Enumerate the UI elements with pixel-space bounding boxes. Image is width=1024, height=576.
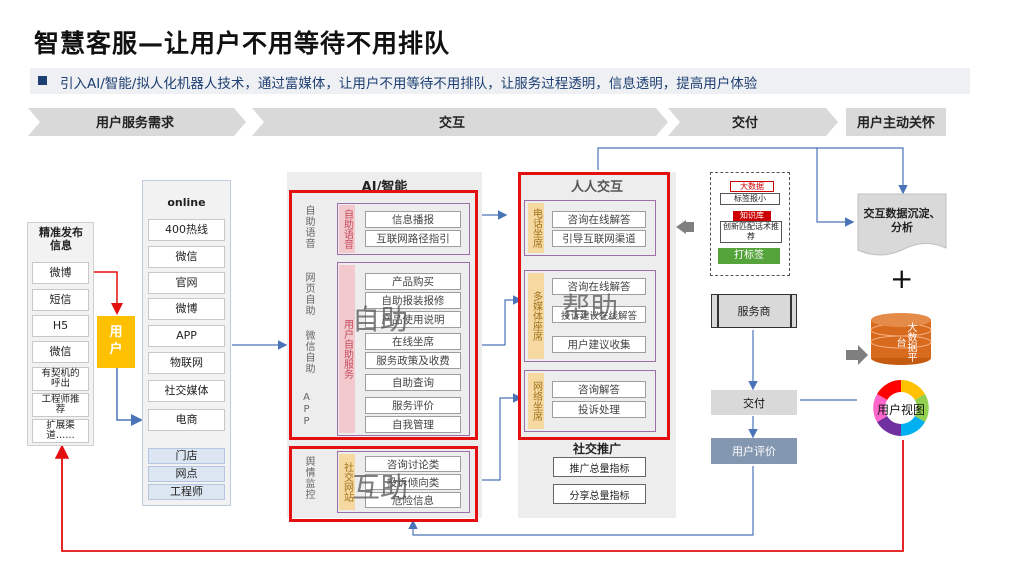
doc-tag-tagging: 打标签	[718, 248, 780, 264]
publish-item-engineer: 工程师推 荐	[32, 393, 89, 417]
opinion-social-bar: 社交网站	[339, 454, 355, 510]
ai-label-wechat: 微信自助	[303, 330, 314, 374]
ai-voice-group	[337, 203, 470, 255]
stage-chevrons	[28, 108, 946, 136]
stage-chevron-3	[668, 108, 838, 136]
human-group-multimedia	[524, 270, 656, 362]
ai-item-online-seat: 在线坐席	[365, 333, 461, 350]
human-mm-item-3: 用户建议收集	[552, 336, 646, 353]
social-item-share: 分享总量指标	[553, 484, 646, 504]
publish-item-sms: 短信	[32, 289, 89, 311]
ai-item-policy: 服务政策及收费	[365, 352, 461, 369]
ai-item-self-manage: 自我管理	[365, 416, 461, 433]
opinion-item-complaint: 投诉倾向类	[365, 474, 461, 490]
social-item-promo: 推广总量指标	[553, 457, 646, 477]
social-title: 社交推广	[572, 442, 621, 456]
ai-item-broadcast: 信息播报	[365, 211, 461, 228]
human-net-item-1: 咨询解答	[552, 381, 646, 398]
publish-item-h5: H5	[32, 315, 89, 337]
doc-tag-label: 标签报小	[720, 193, 780, 205]
stage-chevron-2	[252, 108, 668, 136]
offline-item-engineer: 工程师	[148, 484, 225, 500]
online-item-app: APP	[148, 325, 225, 347]
highlight-frame-self	[289, 190, 478, 440]
ai-item-repair: 自助报装报修	[365, 292, 461, 309]
online-item-wechat: 微信	[148, 246, 225, 268]
human-phone-item-1: 咨询在线解答	[552, 211, 646, 228]
ai-item-purchase: 产品购买	[365, 273, 461, 290]
page-title: 智慧客服—让用户不用等待不用排队	[34, 29, 451, 58]
doc-tag-bigdata: 大数据	[730, 181, 774, 192]
database-label: 大数据平台	[894, 322, 916, 362]
subtitle-text: 引入AI/智能/拟人化机器人技术，通过富媒体，让用户不用等待不用排队，让服务过程…	[60, 76, 758, 92]
provider-divider-right	[790, 294, 792, 328]
data-doc-label: 交互数据沉淀、 分析	[863, 207, 941, 235]
online-item-website: 官网	[148, 272, 225, 294]
database-icon	[870, 313, 932, 365]
stage-label-interaction: 交互	[438, 116, 465, 131]
opinion-item-danger: 危险信息	[365, 492, 461, 508]
user-view-label: 用户视图	[876, 403, 925, 417]
ai-label-web: 网页自助	[303, 272, 314, 316]
ai-item-manual: 产品使用说明	[365, 311, 461, 328]
ai-watermark: 自助	[352, 303, 409, 336]
human-phone-item-2: 引导互联网渠道	[552, 230, 646, 247]
human-group-network	[524, 370, 656, 432]
ai-self-service-bar: 用户自助服务	[339, 265, 355, 433]
stage-block-4	[846, 108, 946, 136]
online-item-weibo: 微博	[148, 298, 225, 320]
online-item-iot: 物联网	[148, 352, 225, 374]
stage-label-care: 用户主动关怀	[856, 116, 935, 131]
user-box: 用 户	[97, 316, 135, 368]
stage-label-delivery: 交付	[731, 116, 758, 131]
stage-chevron-1	[28, 108, 246, 136]
human-panel-title: 人人交互	[570, 180, 623, 195]
publish-item-outbound: 有契机的 呼出	[32, 367, 89, 391]
human-phone-bar: 电话坐席	[528, 203, 544, 253]
ai-label-voice: 自助语音	[303, 205, 314, 249]
offline-item-outlet: 网点	[148, 466, 225, 482]
ai-item-evaluate: 服务评价	[365, 397, 461, 414]
publish-header: 精准发布 信息	[39, 226, 83, 253]
online-item-social: 社交媒体	[148, 380, 225, 402]
human-mm-item-2: 投诉建议在线解答	[552, 306, 646, 323]
stage-label-demand: 用户服务需求	[95, 116, 174, 131]
ai-item-query: 自助查询	[365, 374, 461, 391]
opinion-group	[337, 451, 470, 513]
opinion-side-label: 舆情监控	[303, 456, 314, 500]
human-network-bar: 网络坐席	[528, 373, 544, 429]
offline-item-store: 门店	[148, 448, 225, 464]
provider-divider-left	[717, 294, 719, 328]
online-item-400: 400热线	[148, 219, 225, 241]
plus-icon: +	[890, 262, 914, 295]
highlight-frame-mutual	[289, 446, 478, 522]
online-header: online	[167, 196, 206, 209]
online-item-ecommerce: 电商	[148, 409, 225, 431]
opinion-watermark: 互助	[352, 471, 409, 504]
data-doc-shape	[857, 193, 947, 256]
opinion-item-discuss: 咨询讨论类	[365, 456, 461, 472]
human-net-item-2: 投诉处理	[552, 401, 646, 418]
deliver-box: 交付	[711, 390, 797, 415]
subtitle-bar: 引入AI/智能/拟人化机器人技术，通过富媒体，让用户不用等待不用排队，让服务过程…	[30, 68, 970, 94]
human-watermark: 帮助	[562, 291, 619, 324]
ai-item-path: 互联网路径指引	[365, 230, 461, 247]
ai-self-group	[337, 262, 470, 436]
bullet-square-icon	[38, 76, 47, 85]
publish-item-extend: 扩展渠 道……	[32, 419, 89, 443]
provider-box: 服务商	[711, 294, 797, 328]
user-view-wheel-icon	[873, 380, 929, 436]
doc-tag-knowledge: 知识库	[733, 211, 771, 221]
ai-label-app: APP	[301, 392, 312, 428]
human-group-phone	[524, 200, 656, 256]
human-mm-item-1: 咨询在线解答	[552, 278, 646, 295]
review-box: 用户评价	[711, 438, 797, 464]
human-multimedia-bar: 多媒体座席	[528, 273, 544, 359]
publish-item-wechat: 微信	[32, 341, 89, 363]
doc-tag-script: 创新匹配话术推荐	[720, 221, 782, 243]
highlight-frame-help	[518, 172, 670, 440]
ai-voice-bar: 自助语音	[339, 205, 355, 253]
publish-item-weibo: 微博	[32, 262, 89, 284]
